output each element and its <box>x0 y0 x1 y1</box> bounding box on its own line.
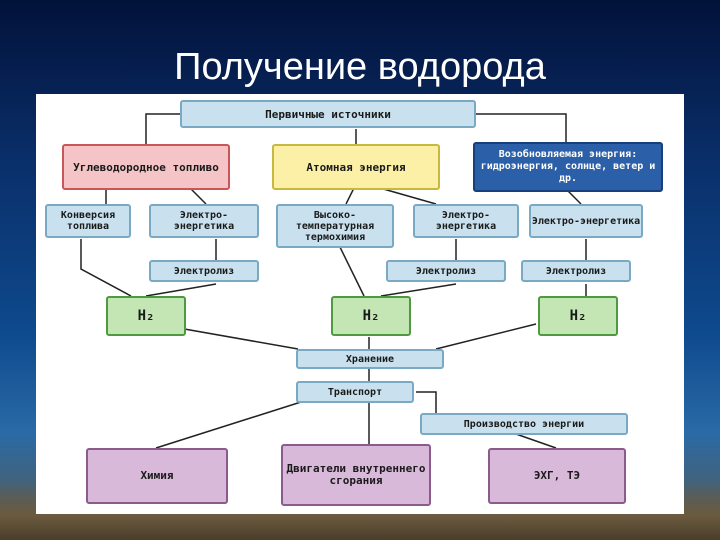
hydrocarbon-fuel-box: Углеводородное топливо <box>62 144 230 190</box>
diagram-panel: Первичные источники Углеводородное топли… <box>36 94 684 514</box>
electro-power-box-left: Электро-энергетика <box>149 204 259 238</box>
primary-sources-box: Первичные источники <box>180 100 476 128</box>
electrolysis-box-center: Электролиз <box>386 260 506 282</box>
transport-box: Транспорт <box>296 381 414 403</box>
internal-combustion-engines-box: Двигатели внутреннего сгорания <box>281 444 431 506</box>
energy-production-box: Производство энергии <box>420 413 628 435</box>
h2-box-left: H₂ <box>106 296 186 336</box>
slide-title: Получение водорода <box>174 46 546 88</box>
electro-power-box-center: Электро-энергетика <box>413 204 519 238</box>
electrolysis-box-right: Электролиз <box>521 260 631 282</box>
electrolysis-box-left: Электролиз <box>149 260 259 282</box>
nuclear-energy-box: Атомная энергия <box>272 144 440 190</box>
storage-box: Хранение <box>296 349 444 369</box>
h2-box-center: H₂ <box>331 296 411 336</box>
renewable-energy-box: Возобновляемая энергия: гидроэнергия, со… <box>473 142 663 192</box>
fuel-conversion-box: Конверсия топлива <box>45 204 131 238</box>
high-temp-thermochem-box: Высоко-температурная термохимия <box>276 204 394 248</box>
ecg-fuel-cell-box: ЭХГ, ТЭ <box>488 448 626 504</box>
chemistry-box: Химия <box>86 448 228 504</box>
h2-box-right: H₂ <box>538 296 618 336</box>
connector-lines <box>80 113 587 449</box>
electro-power-box-right: Электро-энергетика <box>529 204 643 238</box>
